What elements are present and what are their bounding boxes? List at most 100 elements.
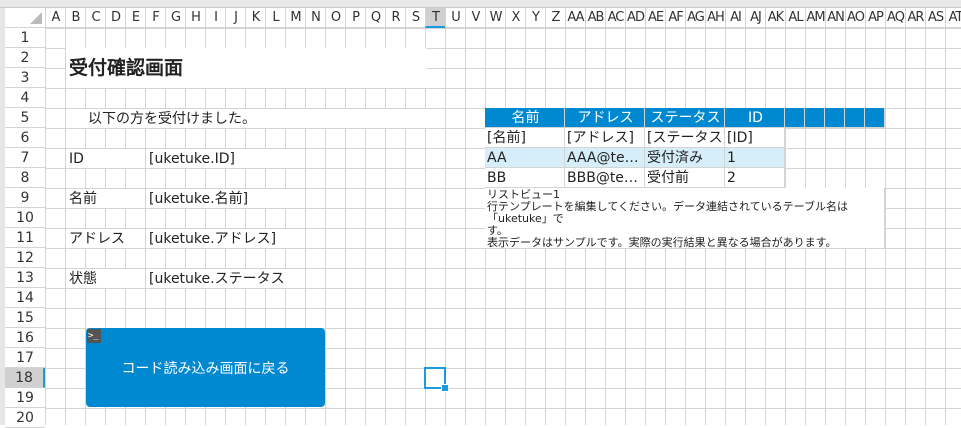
listview-cell: 受付前	[645, 168, 725, 188]
column-header-T[interactable]: T	[425, 8, 445, 28]
listview-cell: AA	[485, 148, 565, 168]
selected-cell[interactable]	[424, 367, 449, 392]
column-header-A[interactable]: A	[45, 8, 65, 28]
row-header-4[interactable]: 4	[5, 88, 45, 108]
row-header-6[interactable]: 6	[5, 128, 45, 148]
toolbar-strip	[0, 0, 961, 8]
terminal-icon: >_	[87, 329, 101, 343]
column-header-U[interactable]: U	[445, 8, 465, 28]
field-label: アドレス	[66, 229, 145, 248]
column-header-AP[interactable]: AP	[865, 8, 885, 28]
column-header-AB[interactable]: AB	[585, 8, 605, 28]
column-header-AC[interactable]: AC	[605, 8, 625, 28]
column-header-AQ[interactable]: AQ	[885, 8, 905, 28]
row-header-16[interactable]: 16	[5, 328, 45, 348]
row-header-7[interactable]: 7	[5, 148, 45, 168]
row-header-10[interactable]: 10	[5, 208, 45, 228]
column-header-AE[interactable]: AE	[645, 8, 665, 28]
column-header-AH[interactable]: AH	[705, 8, 725, 28]
row-header-17[interactable]: 17	[5, 348, 45, 368]
field-label: 状態	[66, 269, 145, 288]
listview-cell: 1	[725, 148, 785, 168]
description-line: リストビュー1	[487, 188, 560, 201]
column-header-AS[interactable]: AS	[925, 8, 945, 28]
column-header-V[interactable]: V	[465, 8, 485, 28]
row-header-5[interactable]: 5	[5, 108, 45, 128]
column-header-H[interactable]: H	[185, 8, 205, 28]
column-header-O[interactable]: O	[325, 8, 345, 28]
row-header-15[interactable]: 15	[5, 308, 45, 328]
column-header-AI[interactable]: AI	[725, 8, 745, 28]
listview-header-filler	[845, 108, 865, 128]
button-label: コード読み込み画面に戻る	[121, 360, 290, 377]
listview-cell: [ID]	[725, 128, 785, 148]
column-header-AR[interactable]: AR	[905, 8, 925, 28]
column-header-AJ[interactable]: AJ	[745, 8, 765, 28]
row-header-19[interactable]: 19	[5, 388, 45, 408]
listview-cell: 名前	[485, 108, 565, 128]
row-header-14[interactable]: 14	[5, 288, 45, 308]
column-header-R[interactable]: R	[385, 8, 405, 28]
column-header-AG[interactable]: AG	[685, 8, 705, 28]
field-value: [uketuke.ステータス]	[146, 269, 286, 288]
select-all-corner[interactable]	[5, 8, 45, 28]
description-line: 表示データはサンプルです。実際の実行結果と異なる場合があります。	[487, 236, 837, 249]
listview-header-filler	[865, 108, 885, 128]
listview-cell: ステータス	[645, 108, 725, 128]
column-header-I[interactable]: I	[205, 8, 225, 28]
column-header-AA[interactable]: AA	[565, 8, 585, 28]
listview-header-filler	[825, 108, 845, 128]
column-header-AK[interactable]: AK	[765, 8, 785, 28]
page-title: 受付確認画面	[66, 48, 426, 88]
listview-cell: ID	[725, 108, 785, 128]
column-header-X[interactable]: X	[505, 8, 525, 28]
row-header-18[interactable]: 18	[5, 368, 45, 388]
row-header-11[interactable]: 11	[5, 228, 45, 248]
column-header-Y[interactable]: Y	[525, 8, 545, 28]
listview-cell: AAA@te…	[565, 148, 645, 168]
column-header-AT[interactable]: AT	[945, 8, 961, 28]
column-header-Z[interactable]: Z	[545, 8, 565, 28]
row-header-9[interactable]: 9	[5, 188, 45, 208]
column-header-AO[interactable]: AO	[845, 8, 865, 28]
column-header-D[interactable]: D	[105, 8, 125, 28]
column-header-AM[interactable]: AM	[805, 8, 825, 28]
left-border	[0, 8, 5, 425]
listview-cell: 2	[725, 168, 785, 188]
column-header-G[interactable]: G	[165, 8, 185, 28]
column-header-AL[interactable]: AL	[785, 8, 805, 28]
column-header-S[interactable]: S	[405, 8, 425, 28]
column-header-J[interactable]: J	[225, 8, 245, 28]
listview-template-row[interactable]: [名前][アドレス][ステータス][ID]	[485, 128, 785, 148]
column-header-M[interactable]: M	[285, 8, 305, 28]
column-header-K[interactable]: K	[245, 8, 265, 28]
row-header-8[interactable]: 8	[5, 168, 45, 188]
column-header-N[interactable]: N	[305, 8, 325, 28]
column-header-AD[interactable]: AD	[625, 8, 645, 28]
column-header-AF[interactable]: AF	[665, 8, 685, 28]
row-header-2[interactable]: 2	[5, 48, 45, 68]
column-header-W[interactable]: W	[485, 8, 505, 28]
description-line: 行テンプレートを編集してください。データ連結されているテーブル名は「uketuk…	[487, 200, 849, 225]
column-header-P[interactable]: P	[345, 8, 365, 28]
column-header-L[interactable]: L	[265, 8, 285, 28]
column-header-AN[interactable]: AN	[825, 8, 845, 28]
row-header-3[interactable]: 3	[5, 68, 45, 88]
field-label: ID	[66, 149, 145, 168]
column-header-B[interactable]: B	[65, 8, 85, 28]
column-header-E[interactable]: E	[125, 8, 145, 28]
column-header-Q[interactable]: Q	[365, 8, 385, 28]
column-header-C[interactable]: C	[85, 8, 105, 28]
back-to-code-reader-button[interactable]: >_ コード読み込み画面に戻る	[86, 328, 325, 407]
row-header-13[interactable]: 13	[5, 268, 45, 288]
column-header-F[interactable]: F	[145, 8, 165, 28]
row-header-12[interactable]: 12	[5, 248, 45, 268]
row-header-20[interactable]: 20	[5, 408, 45, 428]
row-header-1[interactable]: 1	[5, 28, 45, 48]
